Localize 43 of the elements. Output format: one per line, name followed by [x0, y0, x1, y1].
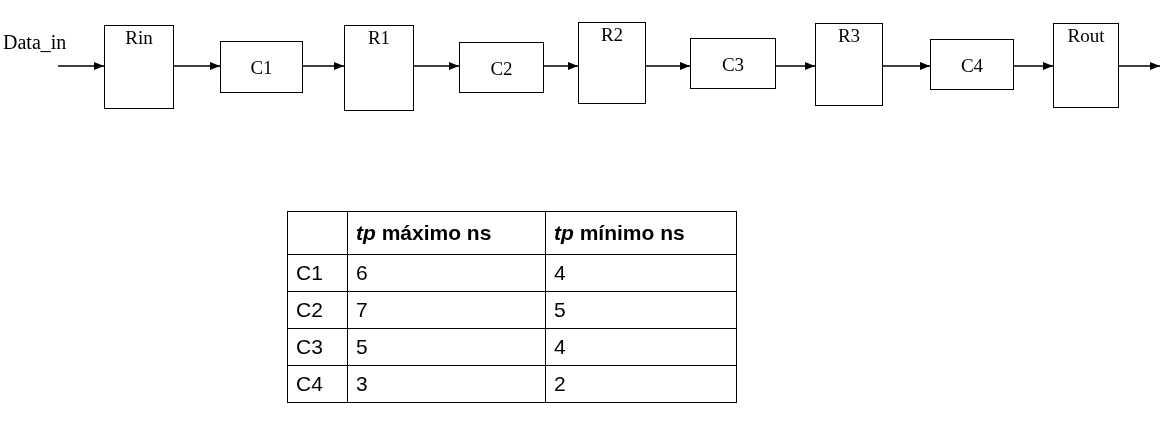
block-label: C3 [720, 54, 746, 75]
arrow [775, 62, 816, 70]
register-box [104, 25, 174, 109]
register-label: R2 [599, 25, 625, 45]
logic-block [690, 38, 776, 89]
register-box [815, 23, 883, 106]
logic-block [930, 39, 1014, 90]
arrow [1013, 62, 1054, 70]
logic-block [220, 41, 303, 93]
block-label: C2 [489, 58, 514, 79]
arrow [302, 62, 345, 70]
register-box [1053, 23, 1119, 108]
column-header: tp máximo ns [356, 221, 492, 244]
table-value: 2 [554, 372, 566, 395]
arrow [645, 62, 691, 70]
row-header: C1 [296, 261, 323, 284]
register-label: Rin [124, 28, 154, 48]
register-label: R3 [836, 26, 862, 46]
arrow [543, 62, 579, 70]
column-header: tp mínimo ns [554, 221, 685, 244]
signal-label: Data_in [3, 32, 67, 52]
arrow [413, 62, 460, 70]
register-label: R1 [366, 28, 392, 48]
block-label: C1 [249, 58, 274, 78]
arrow [57, 62, 105, 70]
register-box [344, 25, 414, 111]
table-value: 5 [356, 335, 368, 358]
register-box [578, 22, 646, 104]
table-value: 4 [554, 261, 566, 284]
table-value: 7 [356, 298, 368, 321]
table-value: 5 [554, 298, 566, 321]
table-value: 3 [356, 372, 368, 395]
arrow [173, 62, 221, 70]
arrow [1118, 62, 1161, 70]
table-value: 4 [554, 335, 566, 358]
row-header: C4 [296, 372, 323, 395]
row-header: C2 [296, 298, 323, 321]
logic-block [459, 42, 544, 93]
table-value: 6 [356, 261, 368, 284]
register-label: Rout [1066, 26, 1106, 46]
row-header: C3 [296, 335, 323, 358]
arrow [882, 62, 931, 70]
block-label: C4 [959, 55, 985, 76]
